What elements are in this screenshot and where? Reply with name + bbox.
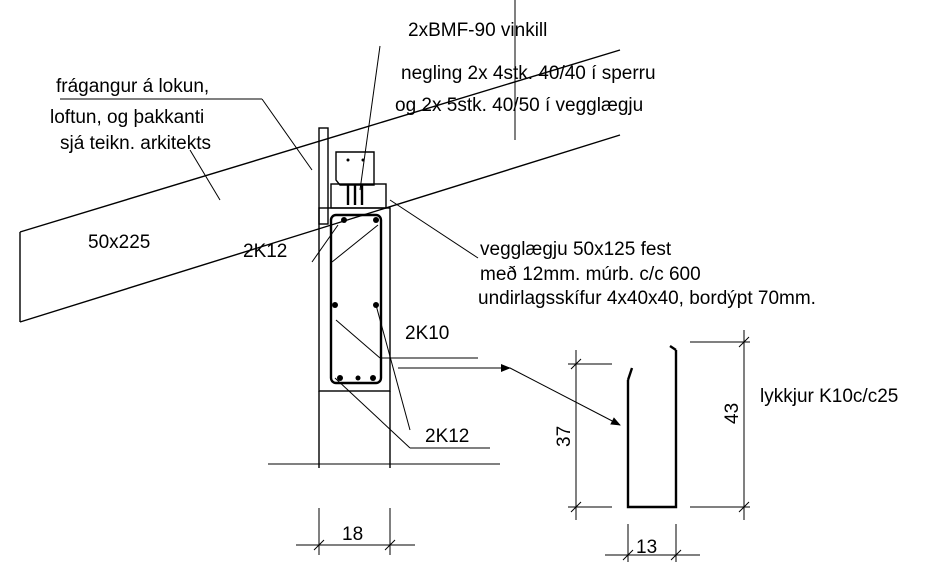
- wall-plate: [330, 183, 387, 209]
- fascia-board: [318, 127, 329, 225]
- dim-stirrup-inner-height-value: 37: [554, 426, 575, 447]
- label-bracket: 2xBMF-90 vinkill: [408, 20, 547, 41]
- label-nailing-1: negling 2x 4stk. 40/40 í sperru: [401, 63, 656, 84]
- label-plate-2: með 12mm. múrb. c/c 600: [480, 264, 701, 285]
- label-nailing-2: og 2x 5stk. 40/50 í vegglægju: [395, 95, 643, 116]
- stirrup-detail: [568, 330, 750, 562]
- label-rebar-mid: 2K10: [405, 323, 449, 344]
- label-plate-3: undirlagsskífur 4x40x40, bordýpt 70mm.: [478, 288, 816, 309]
- label-finish-3: sjá teikn. arkitekts: [60, 133, 211, 154]
- dim-stirrup-width-value: 13: [636, 537, 657, 558]
- dim-wall-width: [296, 508, 415, 555]
- bmf-angle-bracket: [335, 151, 375, 205]
- rafter: [19, 49, 621, 323]
- label-stirrups: lykkjur K10c/c25: [760, 386, 898, 407]
- label-finish-2: loftun, og þakkanti: [50, 107, 204, 128]
- concrete-beam: [318, 207, 391, 392]
- label-finish-1: frágangur á lokun,: [56, 76, 209, 97]
- label-rebar-top: 2K12: [243, 241, 287, 262]
- label-plate-1: vegglægju 50x125 fest: [480, 239, 672, 260]
- label-rebar-bottom: 2K12: [425, 426, 469, 447]
- dim-wall-width-value: 18: [342, 524, 363, 545]
- dim-stirrup-outer-height-value: 43: [722, 403, 743, 424]
- label-rafter-size: 50x225: [88, 232, 150, 253]
- leader-lines: [60, 45, 621, 449]
